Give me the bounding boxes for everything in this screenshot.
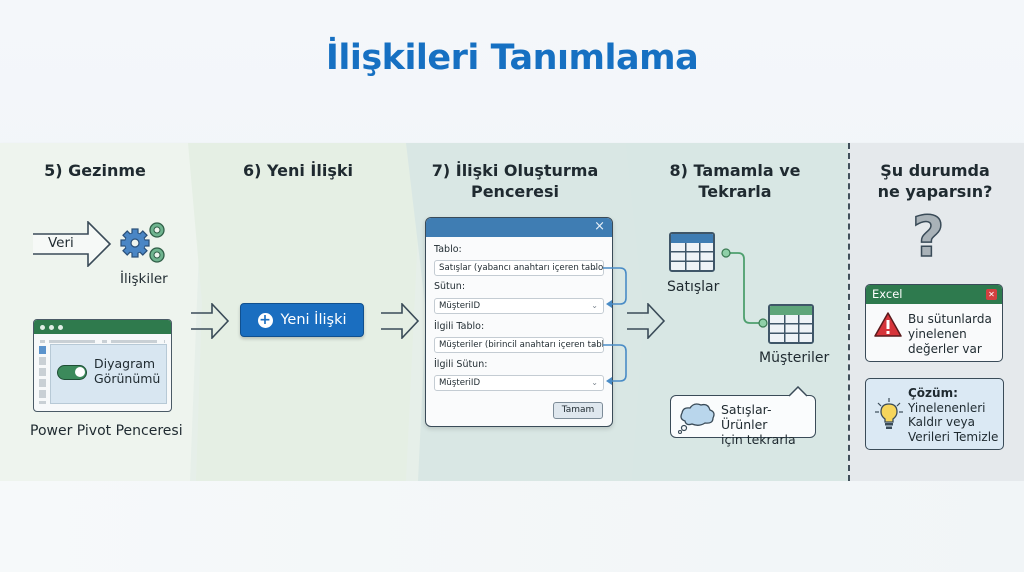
data-arrow-icon: [33, 221, 112, 267]
plus-circle-icon: +: [257, 311, 273, 328]
window-dot-icon: [58, 324, 63, 330]
window-titlebar: [34, 320, 171, 334]
relationships-label: İlişkiler: [120, 271, 168, 287]
warning-icon: [874, 312, 902, 337]
related-table-select[interactable]: Müşteriler (birincil anahtarı içeren tab…: [434, 337, 604, 353]
footer-area: [0, 481, 1024, 572]
question-mark-icon: ?: [911, 205, 945, 270]
gears-icon: [120, 222, 165, 263]
column-select[interactable]: MüşteriID ⌄: [434, 298, 604, 314]
step-arrow-icon: [191, 303, 230, 339]
ok-button[interactable]: Tamam: [553, 402, 603, 419]
alert-line3: değerler var: [908, 342, 982, 356]
table-select[interactable]: Satışlar (yabancı anahtarı içeren tablo)…: [434, 260, 604, 276]
chevron-down-icon: ⌄: [591, 301, 598, 310]
panel-step-5: [0, 143, 200, 481]
scenario-title-line1: Şu durumda: [880, 161, 990, 180]
repeat-callout-text: Satışlar-Ürünler için tekrarla: [721, 402, 815, 447]
sidebar-placeholder: [39, 346, 46, 404]
related-table-select-value: Müşteriler (birincil anahtarı içeren tab…: [439, 340, 604, 350]
toggle-label-line1: Diyagram: [94, 356, 156, 371]
step-6-title: 6) Yeni İlişki: [243, 161, 353, 180]
power-pivot-caption: Power Pivot Penceresi: [30, 423, 183, 439]
column-field-label: Sütun:: [434, 281, 466, 292]
table-field-label: Tablo:: [434, 244, 462, 255]
alert-line2: yinelenen: [908, 327, 967, 341]
customers-table-label: Müşteriler: [759, 350, 830, 366]
callout-pointer: [789, 386, 807, 397]
create-relationship-dialog: × Tablo: Satışlar (yabancı anahtarı içer…: [425, 217, 613, 427]
chevron-down-icon: ⌄: [591, 263, 598, 272]
step-arrow-icon: [627, 303, 666, 339]
step-7-title-line2: Penceresi: [470, 182, 560, 201]
step-8-title-line1: 8) Tamamla ve: [669, 161, 801, 180]
power-pivot-window: Diyagram Görünümü: [33, 319, 172, 412]
solution-heading: Çözüm:: [908, 386, 958, 400]
diagram-view-area: Diyagram Görünümü: [50, 344, 167, 404]
close-icon[interactable]: ✕: [986, 289, 997, 300]
dashed-divider: [848, 143, 850, 481]
solution-line3: Kaldır veya: [908, 415, 975, 429]
scenario-title: Şu durumda ne yaparsın?: [860, 160, 1010, 202]
relationship-line-icon: [721, 248, 768, 328]
column-select-value: MüşteriID: [439, 301, 481, 311]
solution-line2: Yinelenenleri: [908, 400, 986, 415]
excel-alert-dialog: Excel ✕ Bu sütunlarda yinelenen değerler…: [865, 284, 1003, 362]
related-column-select[interactable]: MüşteriID ⌄: [434, 375, 604, 391]
diagram-view-label: Diyagram Görünümü: [94, 356, 160, 386]
callout-line1: Satışlar-Ürünler: [721, 402, 772, 432]
step-7-title: 7) İlişki Oluşturma Penceresi: [420, 160, 610, 202]
related-table-field-label: İlgili Tablo:: [434, 321, 485, 332]
related-column-field-label: İlgili Sütun:: [434, 359, 488, 370]
step-8-title: 8) Tamamla ve Tekrarla: [660, 160, 810, 202]
lightbulb-icon: [875, 398, 903, 429]
page-title: İlişkileri Tanımlama: [325, 38, 699, 78]
step-7-title-line1: 7) İlişki Oluşturma: [431, 161, 599, 180]
solution-line4: Verileri Temizle: [908, 429, 999, 444]
sales-table-label: Satışlar: [667, 279, 720, 295]
excel-alert-message: Bu sütunlarda yinelenen değerler var: [908, 312, 992, 357]
excel-alert-app-name: Excel: [872, 287, 903, 301]
new-relationship-button[interactable]: + Yeni İlişki: [240, 303, 364, 337]
toggle-label-line2: Görünümü: [94, 371, 161, 386]
callout-line2: için tekrarla: [721, 432, 796, 447]
alert-line1: Bu sütunlarda: [908, 312, 992, 326]
chevron-down-icon: ⌄: [591, 378, 598, 387]
sales-table-icon: [669, 232, 715, 272]
close-icon[interactable]: ×: [594, 219, 605, 234]
excel-alert-titlebar: Excel ✕: [866, 285, 1002, 304]
scenario-title-line2: ne yaparsın?: [877, 182, 993, 201]
thought-cloud-icon: [677, 403, 715, 435]
ribbon-placeholder: [40, 340, 165, 343]
table-select-value: Satışlar (yabancı anahtarı içeren tablo): [439, 263, 604, 273]
chevron-down-icon: ⌄: [591, 340, 598, 349]
customers-table-icon: [768, 304, 814, 344]
step-arrow-icon: [381, 303, 420, 339]
window-dot-icon: [40, 324, 45, 330]
solution-box: Çözüm: Yinelenenleri Kaldır veya Veriler…: [865, 378, 1004, 450]
step-5-title: 5) Gezinme: [44, 161, 146, 180]
diagram-view-toggle[interactable]: [57, 365, 87, 380]
dialog-titlebar: ×: [426, 218, 612, 237]
window-dot-icon: [49, 324, 54, 330]
related-column-select-value: MüşteriID: [439, 378, 481, 388]
data-arrow-label: Veri: [48, 235, 74, 251]
solution-text: Çözüm: Yinelenenleri Kaldır veya Veriler…: [908, 386, 998, 444]
sidebar-active-marker: [39, 346, 46, 354]
repeat-callout: Satışlar-Ürünler için tekrarla: [670, 386, 816, 447]
field-link-connectors: [603, 267, 627, 385]
new-relationship-label: Yeni İlişki: [280, 312, 347, 328]
step-8-title-line2: Tekrarla: [698, 182, 772, 201]
